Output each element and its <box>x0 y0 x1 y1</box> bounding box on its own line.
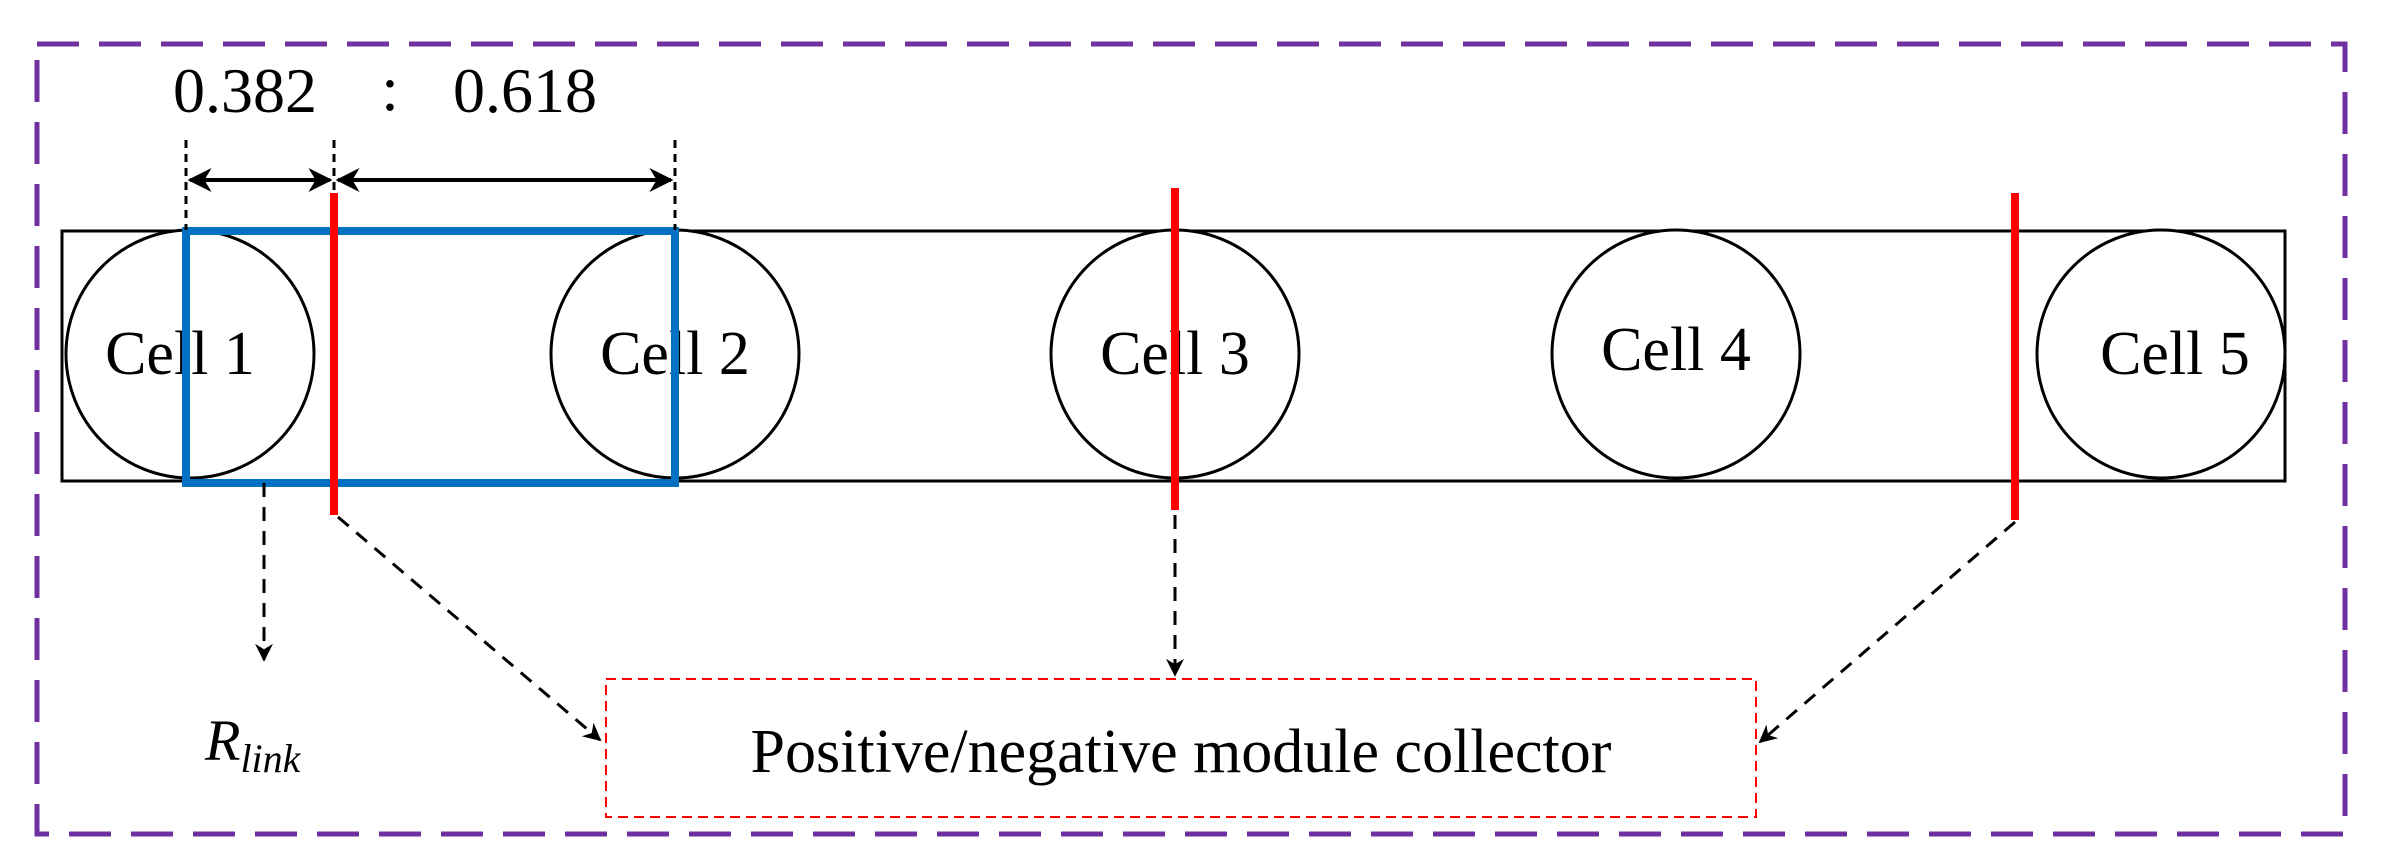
cell-5: Cell 5 <box>2035 228 2287 480</box>
ratio-left-label: 0.382 <box>173 55 317 126</box>
collector-arrow-3 <box>1758 520 2016 744</box>
rlink-label: Rlink <box>204 708 302 781</box>
highlight-box <box>182 227 679 487</box>
ratio-separator: : <box>381 53 399 124</box>
collector-box <box>605 678 1757 818</box>
cell-4-label: Cell 4 <box>1601 316 1751 384</box>
collector-label: Positive/negative module collector <box>751 718 1612 786</box>
cell-4: Cell 4 <box>1550 228 1802 480</box>
collector-arrow-1 <box>337 515 602 742</box>
ratio-right-label: 0.618 <box>453 55 597 126</box>
rlink-base: R <box>204 708 240 773</box>
cell-5-label: Cell 5 <box>2100 320 2250 388</box>
rlink-sub: link <box>240 736 301 781</box>
cell-4-circle <box>1550 228 1802 480</box>
cell-5-circle <box>2035 228 2287 480</box>
cell-1-label: Cell 1 <box>105 320 255 388</box>
outer-dashed-frame <box>34 41 2348 837</box>
